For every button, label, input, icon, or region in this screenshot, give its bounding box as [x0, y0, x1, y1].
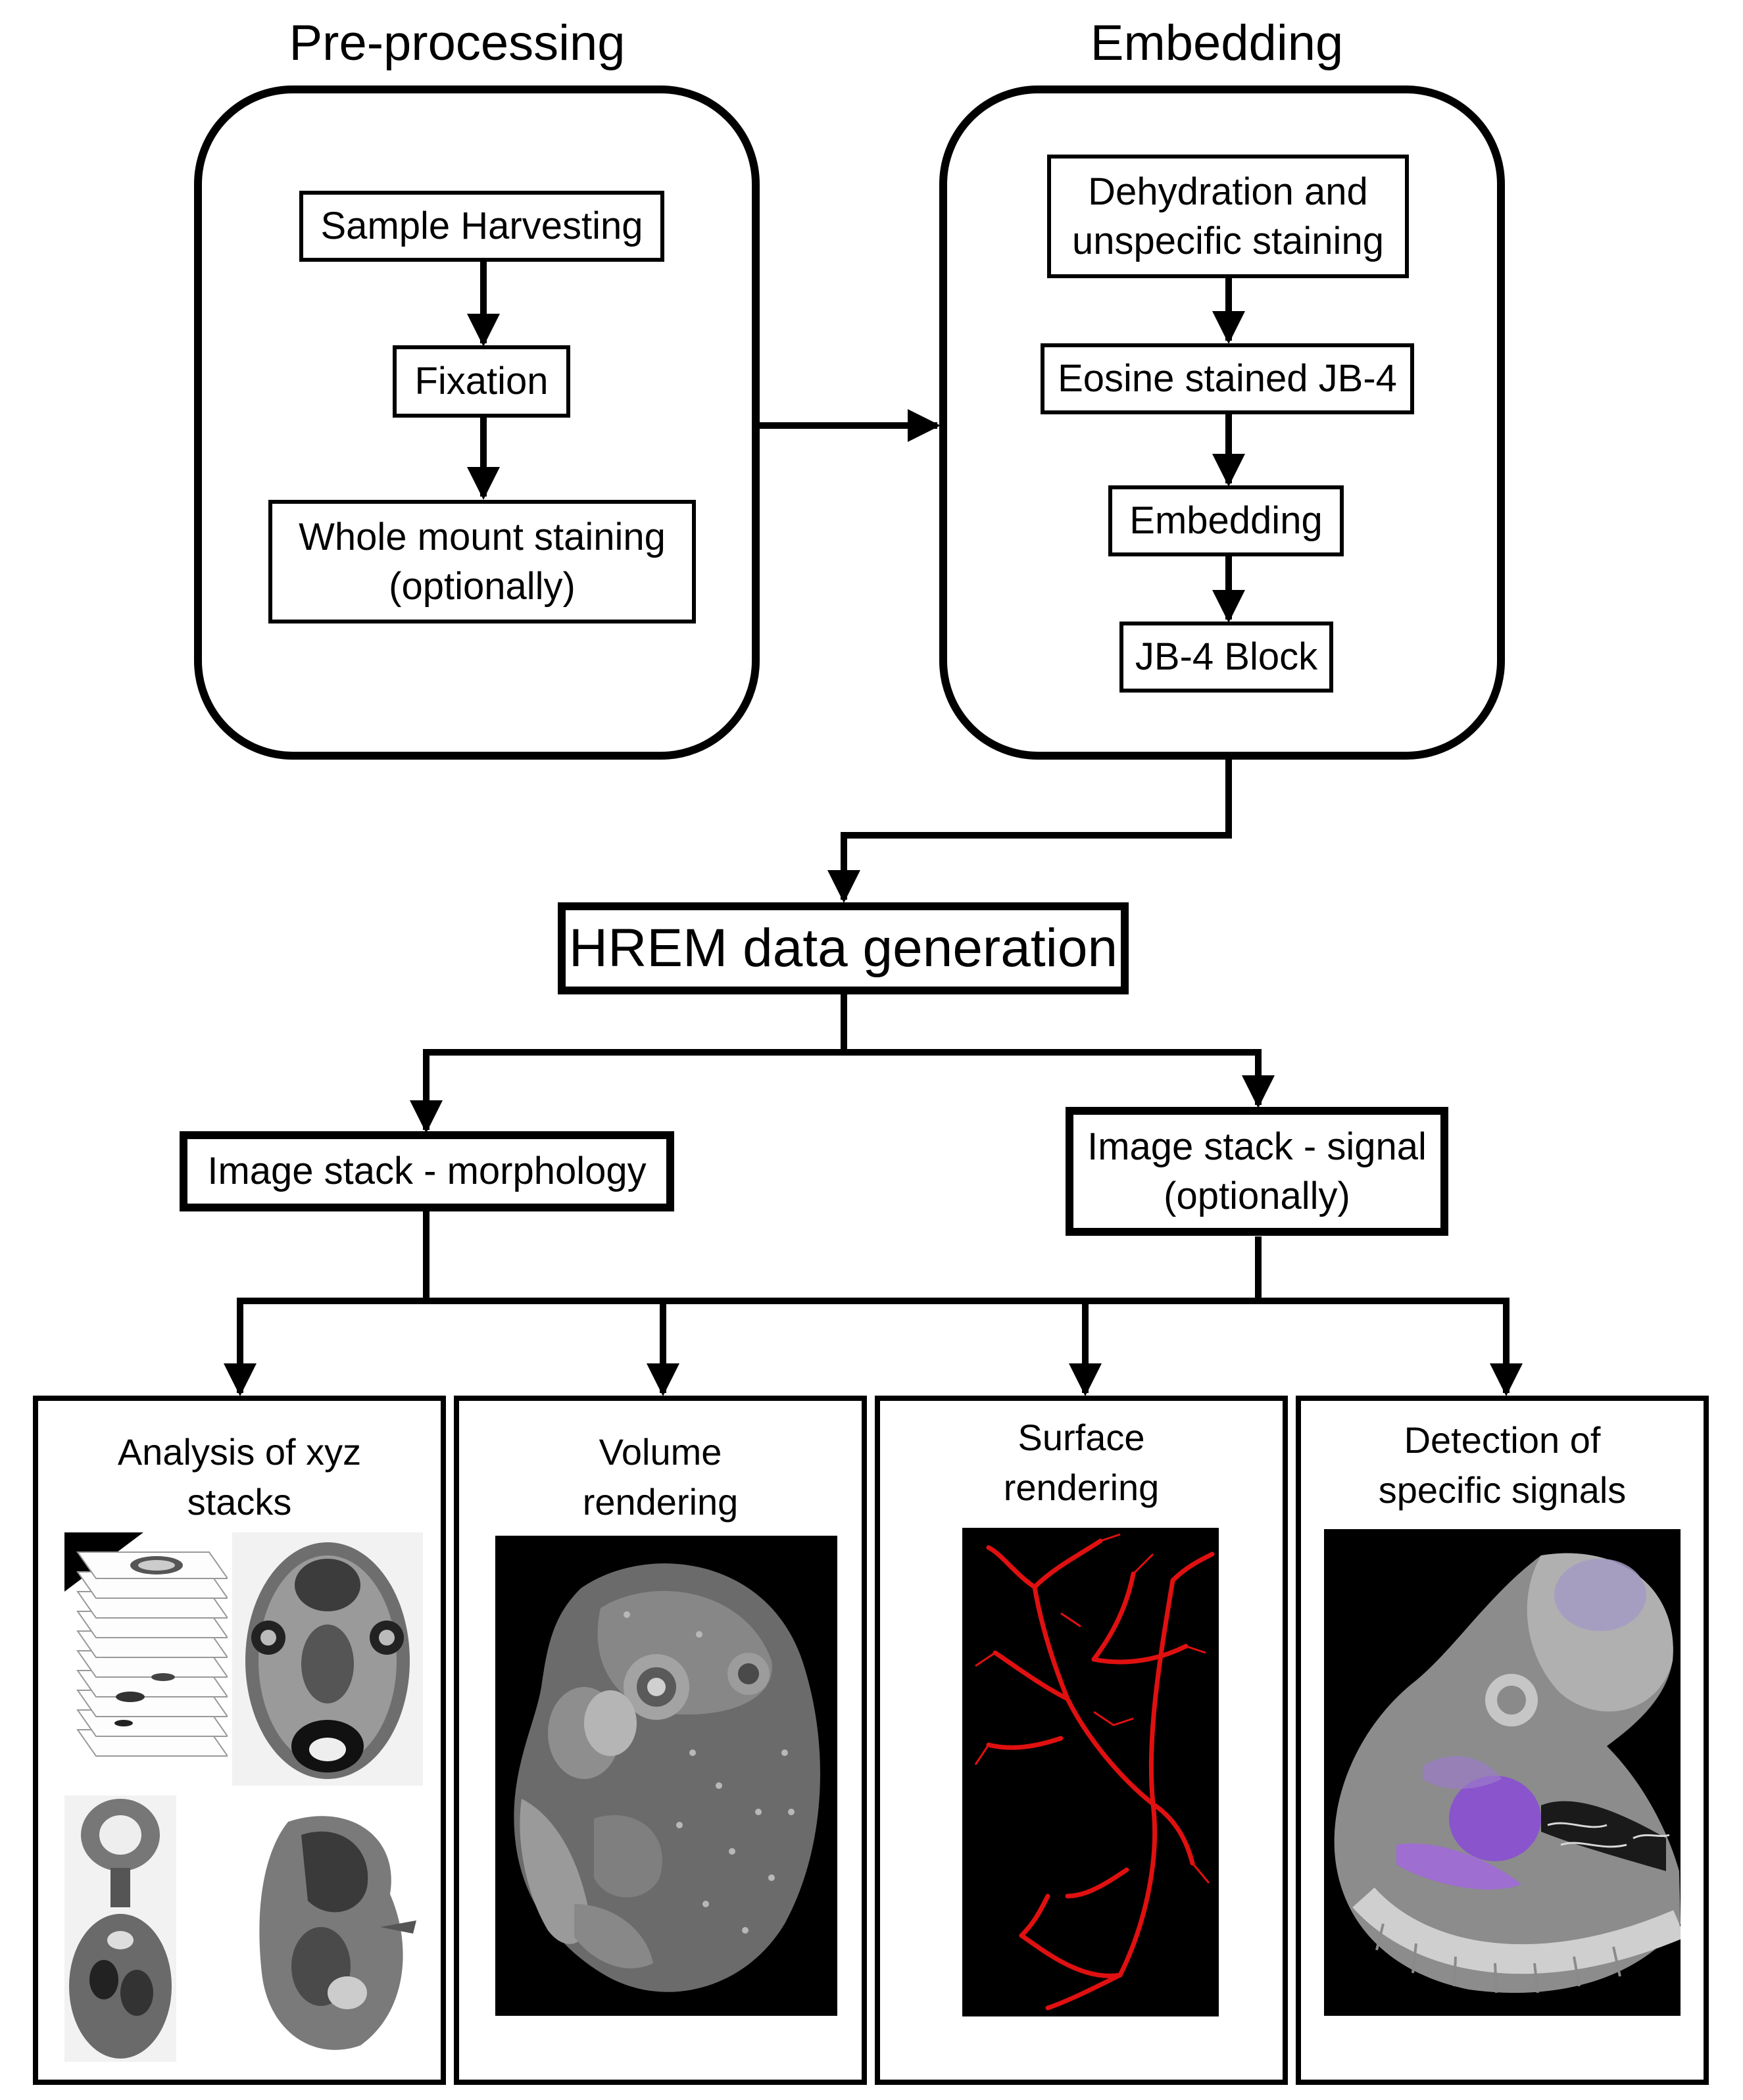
- signal-detection-image: [1324, 1529, 1681, 2016]
- arrow-block-hrem: [827, 760, 1232, 903]
- panel-title: Detection of specific signals: [1378, 1419, 1627, 1511]
- fixation-box: Fixation: [393, 345, 570, 418]
- morphology-stack-box: Image stack - morphology: [180, 1131, 674, 1211]
- embedding-step-box: Embedding: [1108, 485, 1344, 556]
- volume-rendering-image: [495, 1536, 837, 2016]
- arrow-hrem-morphology: [410, 993, 847, 1133]
- panel-title: Volume rendering: [582, 1431, 739, 1523]
- whole-mount-staining-box: Whole mount staining (optionally): [268, 500, 696, 623]
- section-stack-image: [64, 1532, 228, 1786]
- surface-rendering-image: [962, 1528, 1219, 2016]
- axial-head-section-image: [232, 1532, 423, 1786]
- panel-title: Surface rendering: [1003, 1417, 1160, 1508]
- panel-surface-rendering: Surface rendering: [875, 1396, 1288, 2085]
- panel-analysis-xyz: Analysis of xyz stacks: [33, 1396, 446, 2085]
- coronal-section-image: [64, 1795, 176, 2062]
- hrem-data-generation-box: HREM data generation: [558, 902, 1129, 994]
- embedding-title: Embedding: [1090, 15, 1344, 71]
- eosine-jb4-box: Eosine stained JB-4: [1041, 343, 1414, 414]
- sagittal-section-image: [249, 1795, 423, 2062]
- preprocessing-title: Pre-processing: [289, 15, 626, 71]
- signal-stack-box: Image stack - signal (optionally): [1066, 1107, 1448, 1236]
- arrow-hrem-signal: [844, 1049, 1275, 1108]
- panel-title: Analysis of xyz stacks: [117, 1431, 362, 1523]
- arrow-to-signals: [1255, 1236, 1523, 1396]
- panel-volume-rendering: Volume rendering: [454, 1396, 867, 2085]
- panel-detection-signals: Detection of specific signals: [1296, 1396, 1709, 2085]
- dehydration-box: Dehydration and unspecific staining: [1047, 155, 1409, 278]
- jb4-block-box: JB-4 Block: [1119, 622, 1333, 693]
- arrow-to-analysis: [224, 1210, 430, 1396]
- sample-harvesting-box: Sample Harvesting: [299, 191, 664, 262]
- preprocessing-group: [194, 85, 760, 760]
